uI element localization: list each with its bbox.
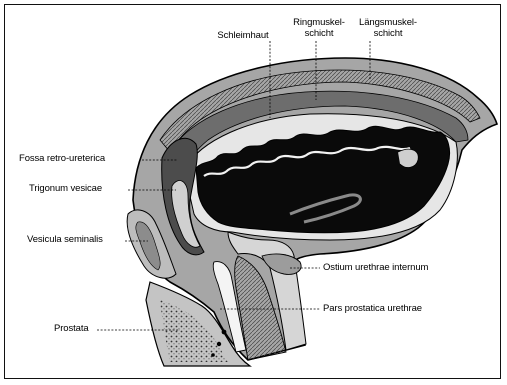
label-longitudinal-muscle: Längsmuskel- schicht [353,17,423,39]
label-mucosa: Schleimhaut [211,30,275,41]
colliculus-dot [211,353,215,357]
ureter-orifice-fold [398,149,418,167]
label-trigonum-vesicae: Trigonum vesicae [29,183,102,194]
label-ostium-urethrae-internum: Ostium urethrae internum [323,262,428,273]
colliculus-dot [217,342,221,346]
label-pars-prostatica-urethrae: Pars prostatica urethrae [323,303,422,314]
label-vesicula-seminalis: Vesicula seminalis [27,234,103,245]
label-ring-muscle: Ringmuskel- schicht [288,17,350,39]
label-prostata: Prostata [54,323,89,334]
colliculus-dot [222,330,227,335]
label-fossa-retro-ureterica: Fossa retro-ureterica [19,153,105,164]
